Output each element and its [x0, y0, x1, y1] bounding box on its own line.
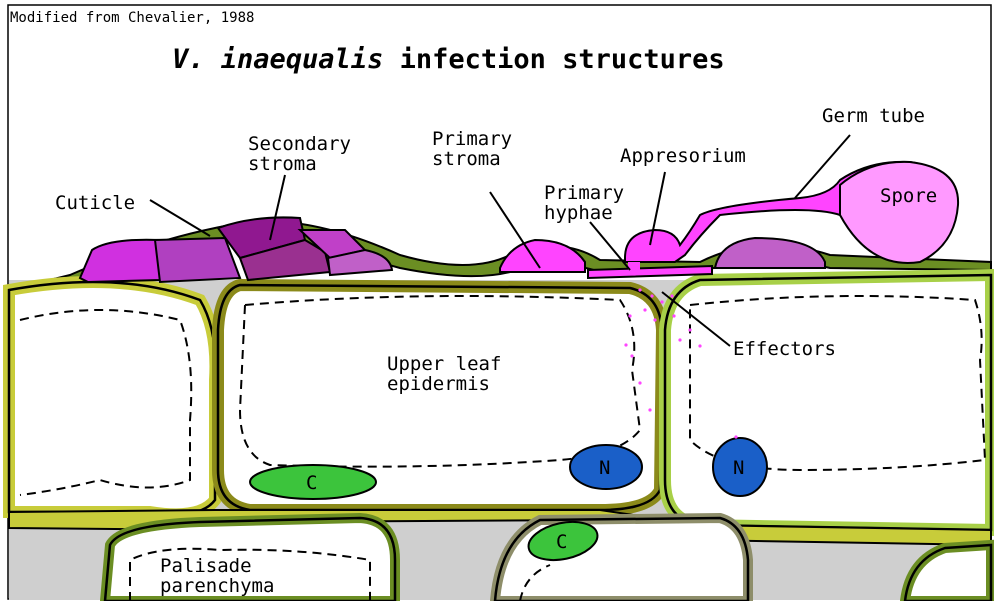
label-germ-tube: Germ tube	[822, 105, 925, 127]
label-effectors: Effectors	[733, 338, 836, 360]
nucleus-center-label: N	[599, 457, 610, 479]
chloroplast-upper-label: C	[306, 472, 317, 494]
palisade-cell-center	[495, 518, 748, 601]
label-primary-stroma-2: stroma	[432, 148, 501, 170]
label-secondary-stroma-1: Secondary	[248, 133, 351, 155]
label-palisade-1: Palisade	[160, 555, 252, 577]
primary-stroma	[500, 240, 585, 272]
label-upper-leaf-1: Upper leaf	[387, 353, 501, 375]
label-primary-hyphae-2: hyphae	[544, 202, 613, 224]
chloroplast-lower-label: C	[556, 531, 567, 553]
label-cuticle: Cuticle	[55, 192, 135, 214]
spore	[840, 162, 958, 263]
epidermal-cell-right	[665, 275, 991, 530]
label-secondary-stroma-2: stroma	[248, 153, 317, 175]
nucleus-right-label: N	[733, 457, 744, 479]
diagram-title: V. inaequalis infection structures	[172, 44, 725, 75]
label-palisade-2: parenchyma	[160, 575, 274, 597]
credit-text: Modified from Chevalier, 1988	[10, 10, 254, 26]
label-spore: Spore	[880, 185, 937, 207]
stroma-cell-2	[155, 238, 240, 282]
title-species: V. inaequalis	[172, 44, 383, 75]
cuticle-leader	[150, 200, 210, 236]
label-appresorium: Appresorium	[620, 145, 746, 167]
label-primary-stroma-1: Primary	[432, 128, 512, 150]
title-rest: infection structures	[383, 44, 724, 75]
label-primary-hyphae-1: Primary	[544, 182, 624, 204]
epidermal-cell-left	[9, 282, 215, 514]
stroma-cell-1	[80, 240, 160, 282]
label-upper-leaf-2: epidermis	[387, 373, 490, 395]
fungal-cell-right	[715, 238, 825, 268]
